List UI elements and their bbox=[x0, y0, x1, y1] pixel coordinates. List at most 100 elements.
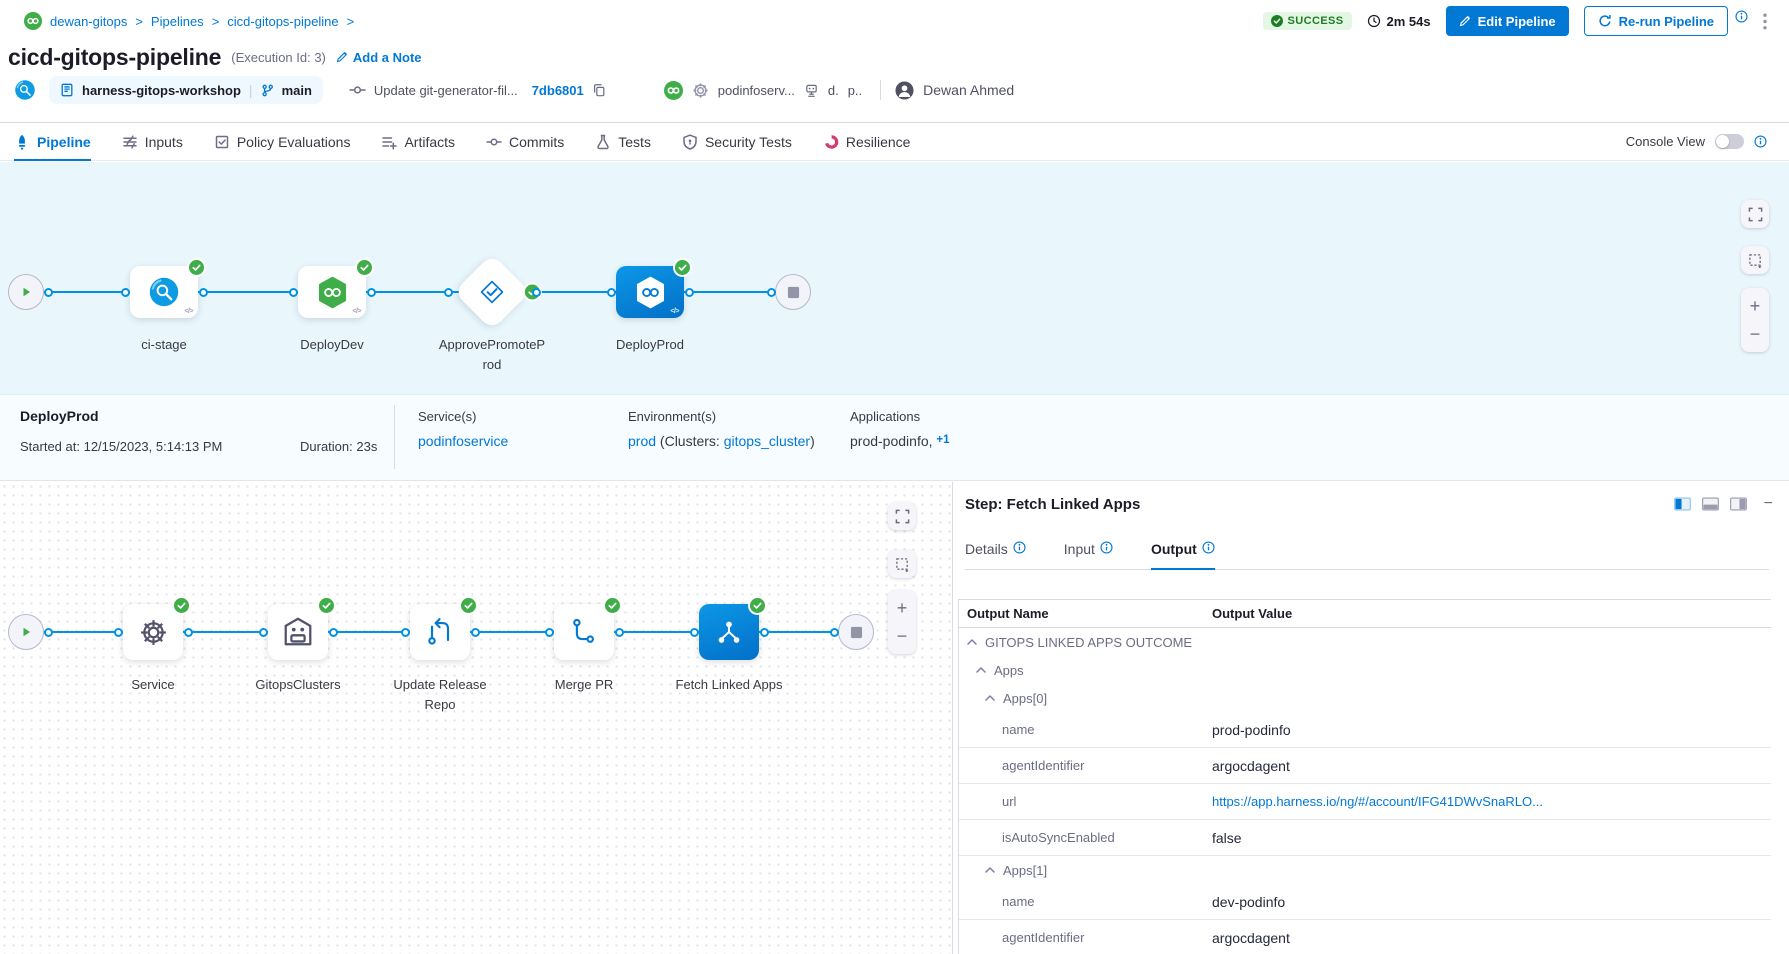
zoom-in-icon[interactable]: + bbox=[1749, 296, 1761, 316]
rerun-info-icon[interactable] bbox=[1735, 10, 1748, 23]
commit-message[interactable]: Update git-generator-fil... bbox=[373, 82, 518, 98]
output-value-link[interactable]: https://app.harness.io/ng/#/account/IFG4… bbox=[1212, 794, 1543, 809]
gitops-green-icon bbox=[316, 276, 349, 309]
group-name: Apps[0] bbox=[1003, 690, 1048, 706]
edge-port bbox=[443, 287, 453, 297]
commit-icon bbox=[349, 84, 366, 96]
output-value-header: Output Value bbox=[1212, 606, 1293, 621]
pipeline-node-fetch-linked-apps[interactable] bbox=[699, 598, 765, 660]
edge-port bbox=[544, 627, 554, 637]
edge-port bbox=[759, 627, 769, 637]
success-check-icon bbox=[605, 598, 620, 613]
step-tab-output[interactable]: Output bbox=[1150, 541, 1215, 570]
breadcrumb-link[interactable]: cicd-gitops-pipeline bbox=[227, 13, 339, 29]
tab-inputs[interactable]: Inputs bbox=[122, 123, 183, 160]
code-chip-icon: </> bbox=[352, 308, 361, 315]
tab-security-tests[interactable]: Security Tests bbox=[682, 123, 792, 160]
pipeline-node-merge-pr[interactable] bbox=[554, 598, 620, 660]
console-view-toggle[interactable] bbox=[1715, 134, 1744, 149]
fit-screen-icon[interactable] bbox=[1741, 200, 1769, 228]
add-note-link[interactable]: Add a Note bbox=[336, 50, 422, 65]
minimize-panel-icon[interactable]: − bbox=[1763, 495, 1773, 512]
edge-port bbox=[606, 287, 616, 297]
step-tab-details[interactable]: Details bbox=[965, 541, 1026, 569]
edit-pipeline-button[interactable]: Edit Pipeline bbox=[1445, 6, 1569, 36]
console-view-label: Console View bbox=[1625, 134, 1705, 149]
marquee-select-icon[interactable] bbox=[1741, 246, 1769, 274]
output-table: Output Name Output Value GITOPS LINKED A… bbox=[958, 599, 1771, 954]
end-node[interactable] bbox=[775, 274, 811, 310]
output-group-row[interactable]: Apps bbox=[959, 656, 1771, 684]
user-name: Dewan Ahmed bbox=[923, 82, 1015, 98]
info-icon bbox=[1100, 541, 1113, 554]
start-node[interactable] bbox=[8, 614, 44, 650]
output-group-row[interactable]: GITOPS LINKED APPS OUTCOME bbox=[959, 628, 1771, 656]
env-short-a[interactable]: d. bbox=[827, 82, 839, 98]
env-short-b[interactable]: p.. bbox=[847, 82, 863, 98]
tab-resilience[interactable]: Resilience bbox=[823, 123, 910, 160]
zoom-out-icon[interactable]: − bbox=[1749, 324, 1761, 344]
repo-branch-chip[interactable]: harness-gitops-workshop | main bbox=[49, 76, 323, 104]
breadcrumb-separator: > bbox=[135, 13, 143, 29]
tab-commits[interactable]: Commits bbox=[486, 123, 564, 160]
marquee-select-icon[interactable] bbox=[888, 550, 916, 578]
console-view-info-icon[interactable] bbox=[1754, 135, 1767, 148]
tab-pipeline[interactable]: Pipeline bbox=[14, 123, 91, 161]
pipeline-node-deploydev[interactable]: </> bbox=[298, 260, 372, 318]
commit-sha[interactable]: 7db6801 bbox=[531, 82, 584, 98]
edge-port bbox=[684, 287, 694, 297]
node-label: GitopsClusters bbox=[255, 677, 341, 692]
environments-label: Environment(s) bbox=[628, 409, 717, 424]
services-column: Service(s) podinfoservice bbox=[418, 409, 508, 449]
group-name: Apps bbox=[994, 662, 1024, 678]
copy-icon[interactable] bbox=[592, 83, 606, 97]
edge-port bbox=[183, 627, 193, 637]
edge-port bbox=[614, 627, 624, 637]
output-group-row[interactable]: Apps[0] bbox=[959, 684, 1771, 712]
zoom-out-icon[interactable]: − bbox=[896, 626, 908, 646]
group-name: GITOPS LINKED APPS OUTCOME bbox=[985, 634, 1193, 650]
applications-more-link[interactable]: +1 bbox=[936, 434, 950, 446]
kebab-menu-icon[interactable] bbox=[1763, 13, 1767, 30]
pipeline-node-approvepromoteprod[interactable] bbox=[453, 253, 540, 331]
output-group-row[interactable]: Apps[1] bbox=[959, 856, 1771, 884]
commits-icon bbox=[486, 134, 502, 150]
pipeline-node-service[interactable] bbox=[123, 598, 189, 660]
breadcrumb-separator: > bbox=[346, 13, 355, 29]
environment-link[interactable]: prod bbox=[628, 433, 657, 449]
cluster-link[interactable]: gitops_cluster bbox=[723, 433, 811, 449]
chip-divider: | bbox=[248, 82, 253, 98]
layout-bottom-icon[interactable] bbox=[1701, 497, 1719, 511]
step-tab-input[interactable]: Input bbox=[1064, 541, 1113, 569]
pipeline-node-deployprod[interactable]: </> bbox=[616, 260, 690, 318]
layout-split-left-icon[interactable] bbox=[1673, 497, 1691, 511]
output-name: isAutoSyncEnabled bbox=[1002, 830, 1115, 845]
success-check-icon bbox=[675, 260, 690, 275]
tab-artifacts[interactable]: Artifacts bbox=[381, 123, 455, 160]
output-name: name bbox=[1002, 722, 1035, 737]
stage-details-bar: DeployProd Started at: 12/15/2023, 5:14:… bbox=[0, 394, 1789, 481]
tab-label: Commits bbox=[509, 133, 565, 150]
clusters-suffix: ) bbox=[810, 433, 815, 449]
chevron-up-icon bbox=[985, 695, 995, 701]
zoom-in-icon[interactable]: + bbox=[896, 598, 908, 618]
breadcrumb-link[interactable]: dewan-gitops bbox=[50, 13, 128, 29]
end-node[interactable] bbox=[838, 614, 874, 650]
pipeline-node-update-release-repo[interactable] bbox=[410, 598, 476, 660]
rerun-pipeline-button[interactable]: Re-run Pipeline bbox=[1583, 6, 1728, 36]
service-name[interactable]: podinfoserv... bbox=[717, 82, 795, 98]
fit-screen-icon[interactable] bbox=[888, 502, 916, 530]
service-link[interactable]: podinfoservice bbox=[418, 433, 509, 449]
pipeline-node-ci-stage[interactable]: </> bbox=[130, 260, 204, 318]
pipeline-node-gitopsclusters[interactable] bbox=[268, 598, 334, 660]
tab-policy-evaluations[interactable]: Policy Evaluations bbox=[214, 123, 350, 160]
success-check-icon bbox=[357, 260, 372, 275]
tab-tests[interactable]: Tests bbox=[595, 123, 651, 160]
start-node[interactable] bbox=[8, 274, 44, 310]
edge-port bbox=[113, 627, 123, 637]
node-label: DeployDev bbox=[300, 337, 364, 352]
layout-right-icon[interactable] bbox=[1729, 497, 1747, 511]
breadcrumb-link[interactable]: Pipelines bbox=[150, 13, 204, 29]
